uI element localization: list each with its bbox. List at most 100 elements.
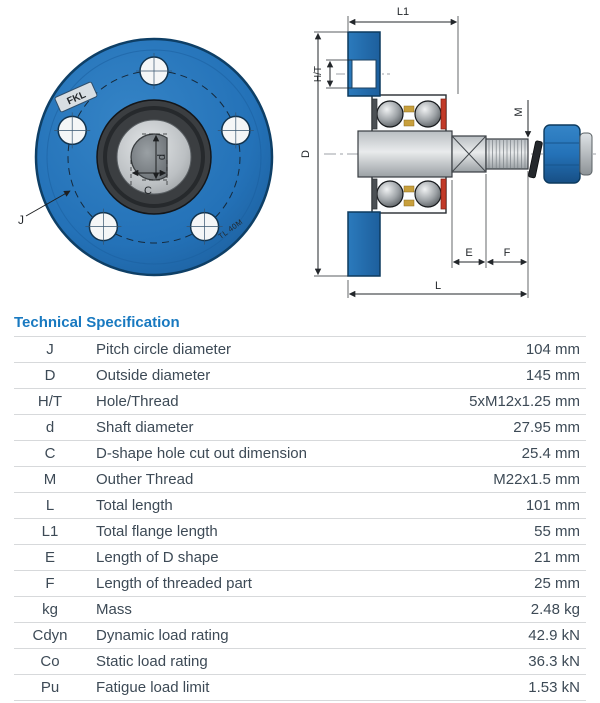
spec-description: Length of threaded part — [96, 575, 252, 592]
spec-description: Outside diameter — [96, 367, 211, 384]
dim-label-d-shape-length: E — [465, 247, 472, 259]
spec-symbol: M — [43, 471, 57, 488]
spec-row: M Outher Thread M22x1.5 mm — [14, 467, 586, 493]
spec-description: Length of D shape — [96, 549, 219, 566]
bolt-hole — [217, 112, 254, 149]
spec-row: Cdyn Dynamic load rating 42.9 kN — [14, 623, 586, 649]
cotter-pin — [528, 140, 543, 179]
bolt-hole — [54, 112, 91, 149]
spec-value: 25 mm — [534, 575, 580, 592]
seal-outboard — [440, 98, 447, 130]
spec-symbol: F — [45, 575, 55, 592]
spec-row: L Total length 101 mm — [14, 493, 586, 519]
spec-value: 42.9 kN — [528, 627, 580, 644]
spec-row: D Outside diameter 145 mm — [14, 363, 586, 389]
spec-value: 25.4 mm — [521, 445, 580, 462]
flange-inner-edge — [46, 49, 262, 265]
stud-hole-section — [351, 59, 377, 89]
pitch-circle — [67, 70, 241, 244]
spec-value: 104 mm — [525, 341, 580, 358]
spec-row: C D-shape hole cut out dimension 25.4 mm — [14, 441, 586, 467]
spec-description: Total length — [96, 497, 173, 514]
spec-row: E Length of D shape 21 mm — [14, 545, 586, 571]
spec-row: Co Static load rating 36.3 kN — [14, 649, 586, 675]
spec-description: Fatigue load limit — [96, 679, 210, 696]
spec-symbol: H/T — [37, 393, 63, 410]
spec-symbol: L — [45, 497, 55, 514]
spec-value: 36.3 kN — [528, 653, 580, 670]
axle-nut — [543, 124, 593, 184]
spec-symbol: Cdyn — [32, 627, 68, 644]
shaft-main — [357, 130, 453, 178]
spec-symbol: C — [44, 445, 56, 462]
spec-value: 5xM12x1.25 mm — [469, 393, 580, 410]
spec-value: 27.95 mm — [513, 419, 580, 436]
spec-description: Mass — [96, 601, 132, 618]
spec-row: H/T Hole/Thread 5xM12x1.25 mm — [14, 389, 586, 415]
seal-groove — [103, 106, 205, 208]
spec-symbol: Co — [40, 653, 60, 670]
dimension-j: J — [18, 190, 71, 227]
spec-description: Total flange length — [96, 523, 218, 540]
spec-value: 2.48 kg — [530, 601, 580, 618]
spec-value: 1.53 kN — [528, 679, 580, 696]
dim-label-outside-diameter: D — [300, 150, 312, 158]
dimension-c: C — [130, 160, 168, 197]
dim-label-flange-length: L1 — [397, 6, 409, 18]
shaft-d-section — [451, 135, 487, 173]
dimension-m: M — [513, 100, 532, 138]
bearing-seals — [371, 98, 447, 210]
spec-symbol: L1 — [41, 523, 59, 540]
ball — [414, 100, 442, 128]
dimension-e-f: E F — [451, 171, 529, 298]
dim-label-total-length: L — [435, 280, 441, 292]
spec-symbol: E — [44, 549, 55, 566]
spec-symbol: d — [45, 419, 55, 436]
spec-row: Pu Fatigue load limit 1.53 kN — [14, 675, 586, 701]
spec-description: D-shape hole cut out dimension — [96, 445, 307, 462]
spec-description: Shaft diameter — [96, 419, 194, 436]
cage-segment — [403, 105, 415, 113]
spec-row: d Shaft diameter 27.95 mm — [14, 415, 586, 441]
spec-description: Pitch circle diameter — [96, 341, 232, 358]
seal-inboard — [371, 178, 378, 210]
dim-label-threaded-length: F — [504, 247, 511, 259]
dim-label-pitch-circle: J — [18, 213, 24, 227]
spec-description: Static load rating — [96, 653, 208, 670]
technical-specification-section: Technical Specification J Pitch circle d… — [0, 314, 600, 701]
front-view-drawing: d C J FKL TL 40M — [18, 37, 274, 277]
spec-row: J Pitch circle diameter 104 mm — [14, 337, 586, 363]
spec-symbol: D — [44, 367, 56, 384]
spec-value: 101 mm — [525, 497, 580, 514]
spec-description: Dynamic load rating — [96, 627, 229, 644]
spec-description: Hole/Thread — [96, 393, 179, 410]
spec-row: L1 Total flange length 55 mm — [14, 519, 586, 545]
bearing-balls — [376, 100, 442, 208]
bolt-holes — [54, 53, 254, 245]
cage-segment — [403, 199, 415, 207]
dimension-l: L — [347, 280, 528, 298]
spec-row: F Length of threaded part 25 mm — [14, 571, 586, 597]
spec-symbol: Pu — [40, 679, 60, 696]
bolt-hole — [186, 208, 223, 245]
section-view-drawing: L1 H/T D M — [300, 6, 596, 298]
ball — [376, 100, 404, 128]
drawing-area: d C J FKL TL 40M — [0, 0, 600, 312]
ball — [376, 180, 404, 208]
dim-label-outer-thread: M — [513, 107, 525, 116]
dimension-ht: H/T — [313, 59, 352, 89]
seal-outboard — [440, 178, 447, 210]
spec-value: M22x1.5 mm — [493, 471, 580, 488]
shaft-thread — [485, 138, 529, 170]
spec-value: 145 mm — [525, 367, 580, 384]
spec-value: 21 mm — [534, 549, 580, 566]
spec-symbol: J — [46, 341, 54, 358]
flange-section-bottom — [347, 211, 381, 277]
section-title: Technical Specification — [14, 314, 180, 331]
cage-segment — [403, 185, 415, 193]
dimension-d-outer: D — [300, 31, 348, 277]
cage-segment — [403, 119, 415, 127]
spec-description: Outher Thread — [96, 471, 194, 488]
spec-row: kg Mass 2.48 kg — [14, 597, 586, 623]
